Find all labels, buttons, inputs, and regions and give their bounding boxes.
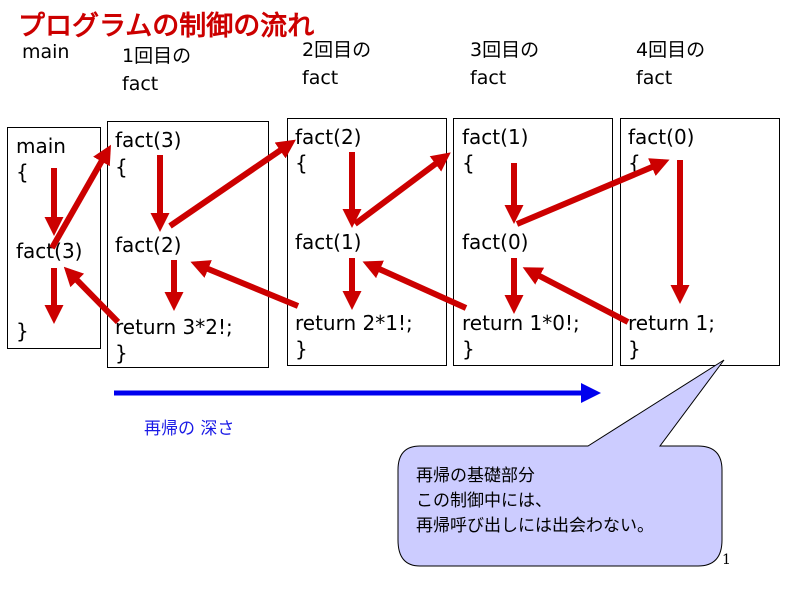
code-line: fact(2) xyxy=(115,233,182,257)
return-arrow xyxy=(522,267,630,325)
code-line: fact(1) xyxy=(295,230,362,254)
return-arrow xyxy=(190,260,300,309)
call-arrow xyxy=(49,144,111,250)
column-header-line2: fact xyxy=(636,67,673,89)
column-header-main: main xyxy=(22,38,69,66)
fact-call-1-box xyxy=(107,121,269,368)
code-line: main xyxy=(16,134,66,158)
return-arrow xyxy=(362,260,468,311)
code-line: return 1; xyxy=(628,311,715,335)
column-header-fact4: 4回目の fact xyxy=(636,36,705,92)
code-line: fact(0) xyxy=(462,230,529,254)
depth-label: 再帰の 深さ xyxy=(144,419,235,439)
column-header-fact1: 1回目の fact xyxy=(122,42,191,98)
fact-call-2-box xyxy=(287,118,447,366)
code-line: { xyxy=(295,151,308,175)
code-line: return 1*0!; xyxy=(462,311,580,335)
fact-call-3-box xyxy=(453,118,613,366)
code-line: { xyxy=(462,151,475,175)
code-line: fact(3) xyxy=(115,128,182,152)
code-line: } xyxy=(295,337,308,361)
column-header-line2: fact xyxy=(470,67,507,89)
column-header-line2: fact xyxy=(122,73,159,95)
column-header-line1: 4回目の xyxy=(636,39,706,61)
column-header-line2: fact xyxy=(302,67,339,89)
column-header-fact3: 3回目の fact xyxy=(470,36,539,92)
page-number: 1 xyxy=(722,552,731,568)
callout-bubble xyxy=(397,359,725,567)
fact-call-4-box xyxy=(620,118,780,366)
code-line: { xyxy=(628,151,641,175)
page-title: プログラムの制御の流れ xyxy=(18,11,315,42)
callout-line: 再帰の基礎部分 xyxy=(416,466,535,486)
column-header-line1: 2回目の xyxy=(302,39,372,61)
return-arrow xyxy=(63,266,121,325)
column-header-line2: main xyxy=(22,41,70,63)
column-header-line1: 1回目の xyxy=(122,45,192,67)
callout-text: 再帰の基礎部分 この制御中には、 再帰呼び出しには出会わない。 xyxy=(416,464,654,539)
code-line: return 2*1!; xyxy=(295,311,413,335)
code-line: { xyxy=(16,160,29,184)
code-line: fact(3) xyxy=(16,239,83,263)
code-line: } xyxy=(115,341,128,365)
code-line: return 3*2!; xyxy=(115,315,233,339)
code-line: fact(1) xyxy=(462,125,529,149)
code-line: } xyxy=(462,337,475,361)
column-header-fact2: 2回目の fact xyxy=(302,36,371,92)
column-header-line1: 3回目の xyxy=(470,39,540,61)
callout-line: この制御中には、 xyxy=(416,491,552,511)
call-arrow xyxy=(515,158,670,227)
code-line: fact(2) xyxy=(295,125,362,149)
code-line: } xyxy=(16,319,29,343)
call-arrow xyxy=(353,152,451,227)
code-line: } xyxy=(628,337,641,361)
call-arrow xyxy=(168,139,296,229)
callout-line: 再帰呼び出しには出会わない。 xyxy=(416,516,654,536)
code-line: { xyxy=(115,155,128,179)
code-line: fact(0) xyxy=(628,125,695,149)
